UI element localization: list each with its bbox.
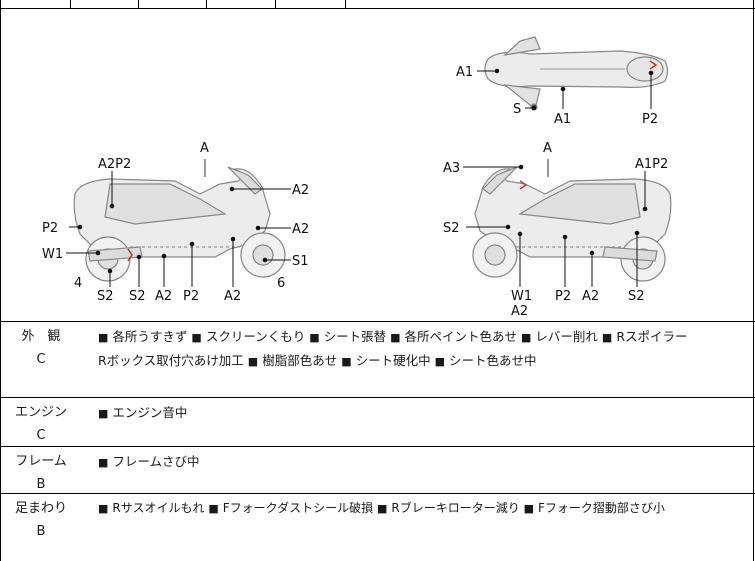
list-item: ■Rブレーキローター減り — [377, 501, 520, 515]
damage-diagram: A1 S A1 P2 A A2P2 A2 P2 A2 W1 S1 4 6 S2 … — [42, 36, 672, 319]
label-left-S2-b: S2 — [129, 289, 146, 304]
list-item: ■Rスポイラー — [601, 329, 688, 344]
row-category: フレーム B — [0, 447, 82, 496]
category-name: 足まわり — [14, 501, 67, 516]
list-item: ■フレームさび中 — [98, 454, 200, 469]
row-items: ■フレームさび中 — [98, 450, 745, 474]
label-left-P2: P2 — [42, 221, 58, 236]
list-item: ■シート張替 — [309, 329, 387, 344]
row-exterior: 外 観 C ■各所うすきず ■スクリーンくもり ■シート張替 ■各所ペイント色あ… — [0, 321, 755, 397]
label-right-A2-b: A2 — [582, 289, 599, 304]
category-grade: B — [36, 477, 46, 492]
label-left-S1: S1 — [292, 254, 309, 269]
label-right-W1: W1 — [511, 289, 532, 304]
row-frame: フレーム B ■フレームさび中 — [0, 446, 755, 493]
label-right-A1P2: A1P2 — [635, 157, 668, 172]
list-item: ■Fフォークダストシール破損 — [208, 501, 374, 515]
category-grade: C — [36, 428, 46, 443]
scooter-left-view — [73, 159, 286, 282]
label-right-S2-b: S2 — [628, 289, 645, 304]
strip-cell — [275, 0, 346, 8]
top-table-strip — [0, 0, 755, 9]
row-suspension: 足まわり B ■Rサスオイルもれ ■Fフォークダストシール破損 ■Rブレーキロー… — [0, 493, 755, 561]
leader-lines — [66, 68, 654, 287]
label-left-P2-b: P2 — [183, 289, 199, 304]
label-right-A3: A3 — [443, 161, 460, 176]
strip-cell — [206, 0, 276, 8]
row-category: 外 観 C — [0, 322, 82, 371]
row-engine: エンジン C ■エンジン音中 — [0, 397, 755, 446]
list-item: ■樹脂部色あせ — [247, 353, 338, 368]
label-left-A: A — [200, 141, 209, 156]
list-item: ■Fフォーク摺動部さび小 — [523, 501, 665, 515]
category-grade: C — [36, 352, 46, 367]
list-item: ■Rサスオイルもれ — [98, 501, 205, 515]
label-left-4: 4 — [74, 276, 82, 291]
scooter-top-view — [484, 36, 669, 111]
row-items: ■Rサスオイルもれ ■Fフォークダストシール破損 ■Rブレーキローター減り ■F… — [98, 497, 745, 520]
label-left-A2P2: A2P2 — [98, 157, 131, 172]
label-left-A2-c: A2 — [155, 289, 172, 304]
list-item: ■シート硬化中 — [341, 353, 431, 368]
row-category: 足まわり B — [0, 494, 82, 543]
category-name: エンジン — [14, 405, 67, 420]
label-top-P2: P2 — [642, 112, 658, 127]
label-right-A: A — [543, 141, 552, 156]
label-left-A2-b: A2 — [292, 222, 309, 237]
label-top-A1: A1 — [456, 65, 473, 80]
label-left-6: 6 — [277, 276, 285, 291]
label-top-S: S — [513, 102, 521, 117]
strip-cell — [70, 0, 139, 8]
scooter-right-view — [472, 159, 672, 282]
list-item: ■レバー削れ — [521, 329, 598, 344]
list-item: ■シート色あせ中 — [434, 353, 537, 368]
strip-cell — [138, 0, 207, 8]
category-name: フレーム — [15, 454, 67, 469]
label-left-S2-a: S2 — [97, 289, 114, 304]
label-right-A2-a: A2 — [511, 304, 528, 319]
label-left-A2-d: A2 — [224, 289, 241, 304]
label-right-S2-a: S2 — [443, 221, 460, 236]
row-items: ■エンジン音中 — [98, 401, 745, 425]
row-category: エンジン C — [0, 398, 82, 447]
list-item: Rボックス取付穴あけ加工 — [98, 353, 244, 368]
list-item: ■各所うすきず — [98, 329, 188, 344]
category-grade: B — [36, 524, 46, 539]
strip-cell — [0, 0, 71, 8]
list-item: ■スクリーンくもり — [191, 329, 306, 344]
row-items: ■各所うすきず ■スクリーンくもり ■シート張替 ■各所ペイント色あせ ■レバー… — [98, 325, 745, 373]
list-item: ■エンジン音中 — [98, 405, 188, 420]
label-left-W1: W1 — [42, 247, 63, 262]
category-name: 外 観 — [21, 329, 61, 344]
label-right-P2: P2 — [555, 289, 571, 304]
list-item: ■各所ペイント色あせ — [390, 329, 518, 344]
label-top-A1-bottom: A1 — [554, 112, 571, 127]
label-left-A2-a: A2 — [292, 183, 309, 198]
